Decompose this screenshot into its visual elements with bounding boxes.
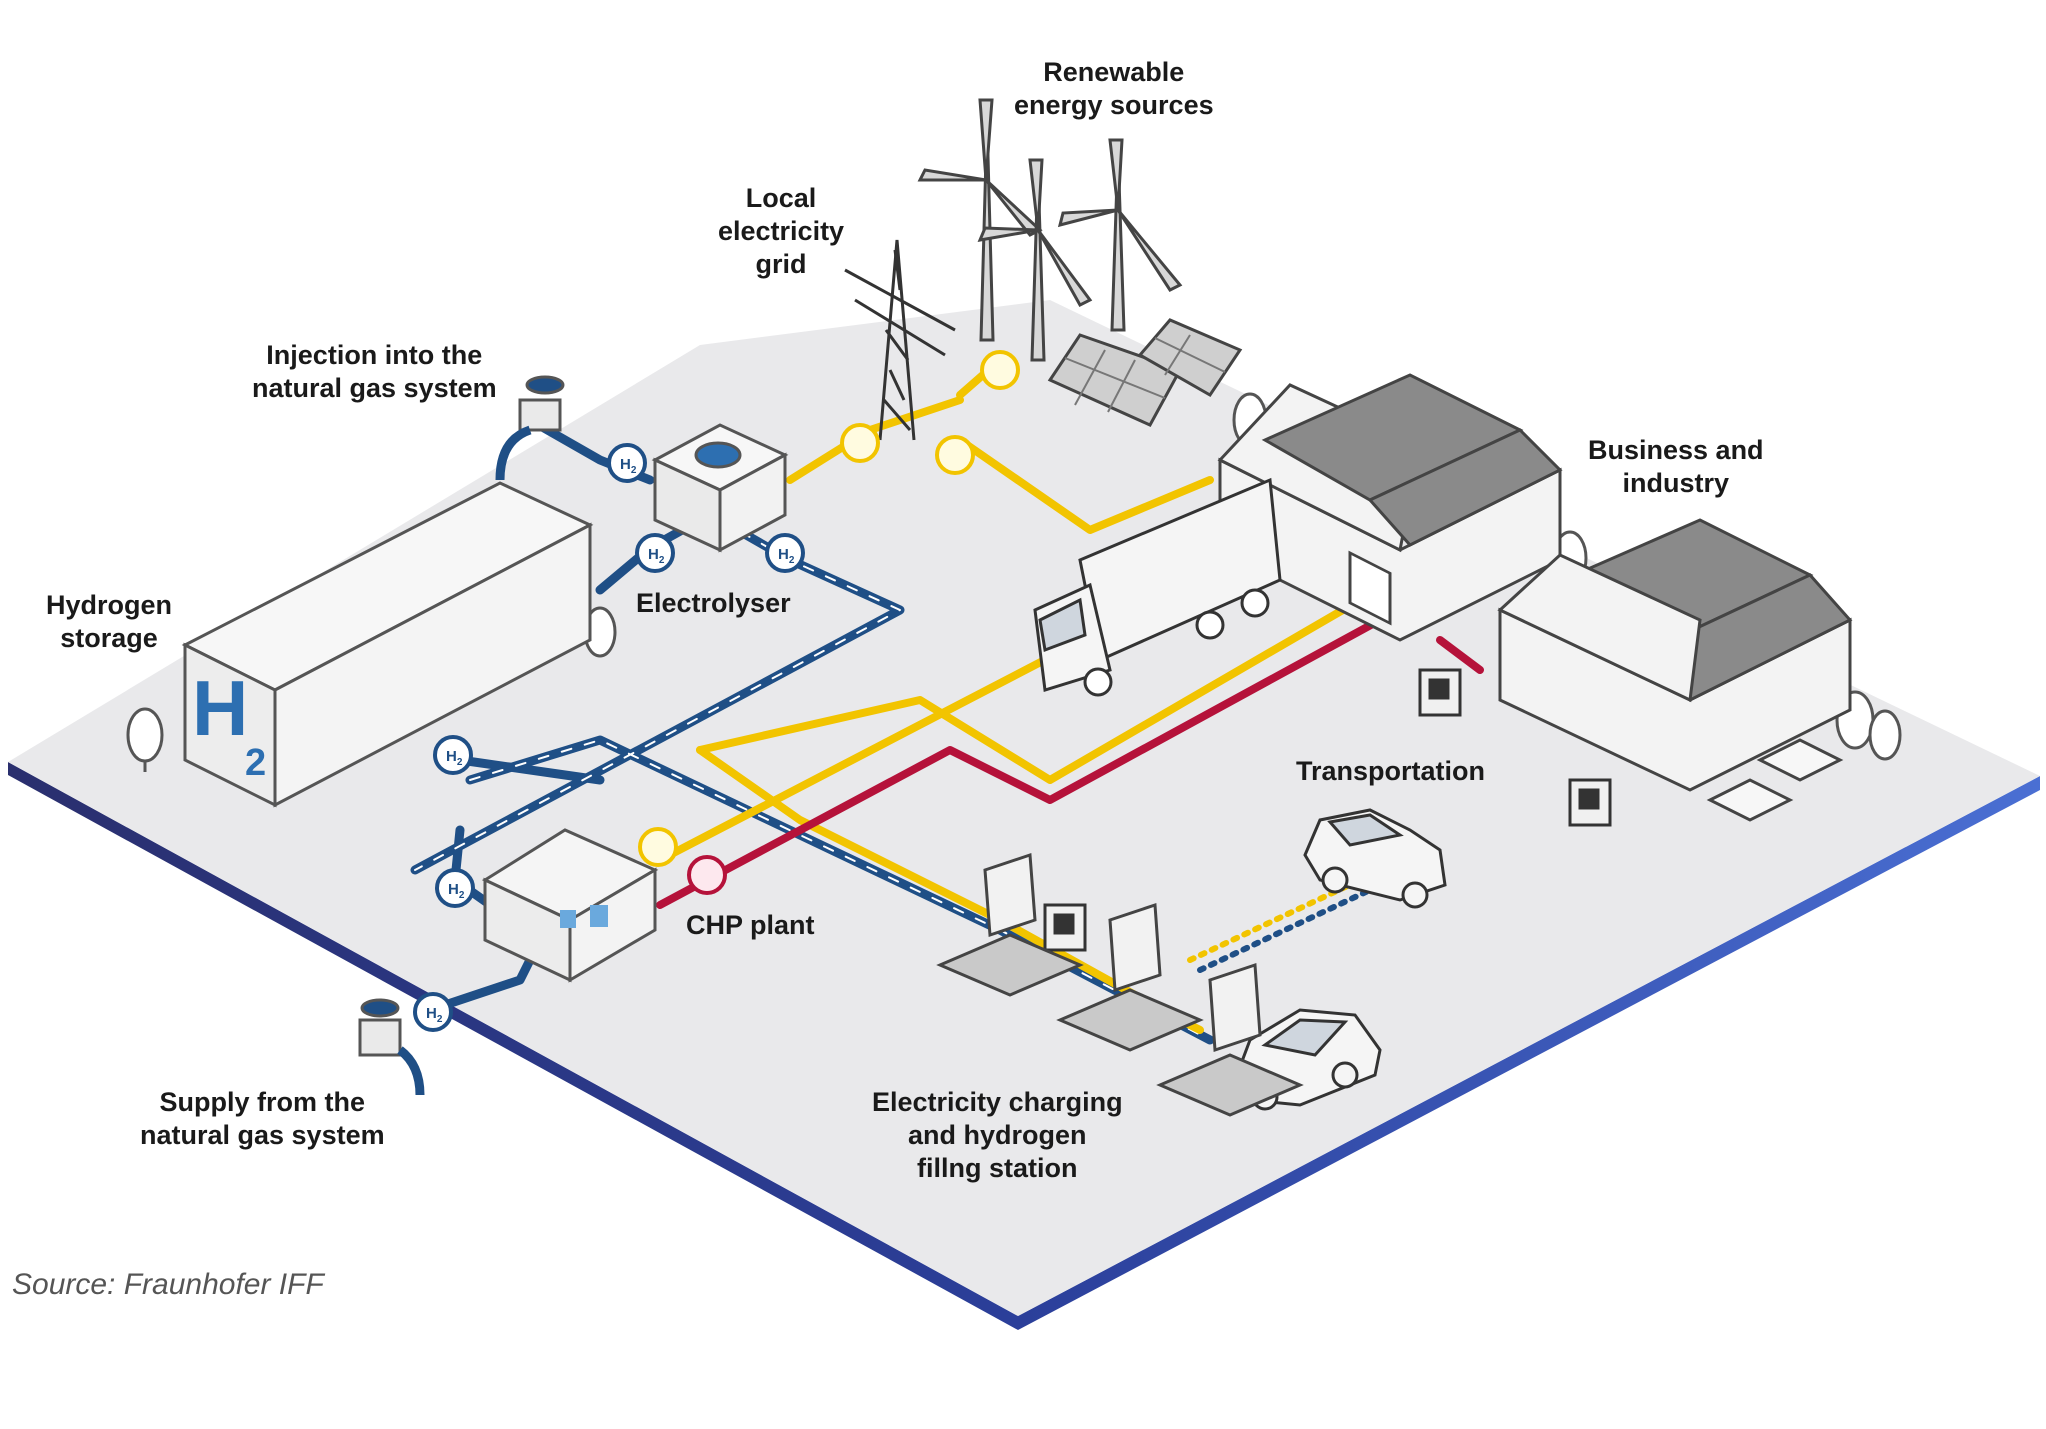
electricity-badge [638, 827, 678, 867]
pallet-icon [1706, 738, 1844, 822]
h2-badge: H2 [433, 735, 473, 775]
h2-badge: H2 [765, 533, 805, 573]
truck-icon [1033, 477, 1282, 697]
label-transportation: Transportation [1296, 756, 1486, 786]
electricity-badge [840, 423, 880, 463]
label-chp-plant: CHP plant [686, 910, 815, 940]
tank-logo: H [192, 664, 248, 752]
hydrogen-badges: H2 H2 H2 H2 H2 H2 [413, 443, 805, 1032]
forklift-icon [1043, 668, 1612, 952]
h2-badge: H2 [635, 533, 675, 573]
h2-badge: H2 [413, 992, 453, 1032]
wind-turbine-icon [917, 98, 1183, 362]
chp-unit-icon [481, 828, 659, 983]
heat-badge [687, 855, 727, 895]
valve-icon [358, 375, 565, 1096]
solar-panel-icon [1047, 318, 1243, 427]
electricity-badge [935, 435, 975, 475]
hydrogen-tank-icon: H 2 [181, 481, 594, 808]
heat-lines [656, 616, 1484, 909]
electricity-badges [638, 350, 1020, 867]
charging-pump-icon [936, 852, 1304, 1117]
label-electrolyser: Electrolyser [636, 588, 791, 618]
warehouse-icon [1217, 373, 1853, 792]
electrolyser-icon [651, 423, 789, 553]
h2-badge: H2 [607, 443, 647, 483]
tank-logo-sub: 2 [245, 742, 266, 784]
pylon-icon [844, 239, 956, 441]
h2-badge: H2 [435, 868, 475, 908]
electricity-badge [980, 350, 1020, 390]
source-caption: Source: Fraunhofer IFF [12, 1268, 324, 1301]
